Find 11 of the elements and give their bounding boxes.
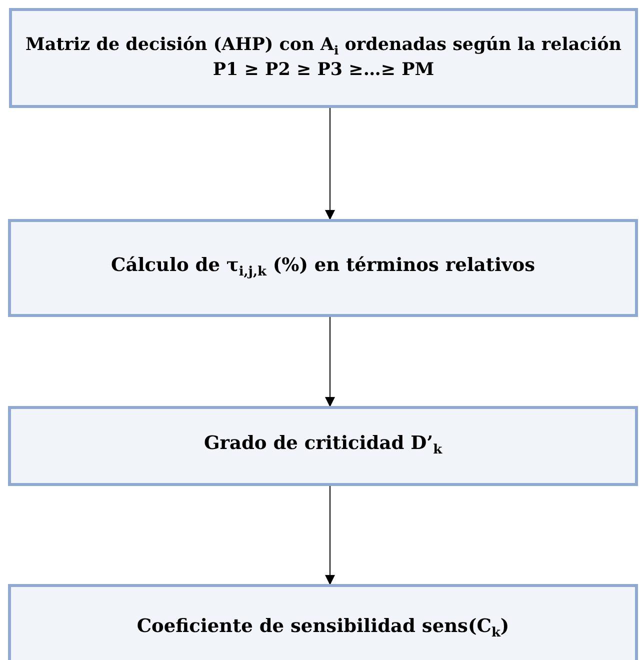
box-label: Cálculo de τ$_{i,j,k}$ (%) en términos relativos bbox=[111, 254, 535, 282]
process-box bbox=[8, 219, 638, 317]
process-box bbox=[9, 8, 638, 108]
process-box bbox=[8, 406, 638, 486]
box-label: Matriz de decisión (AHP) con A$_{i}$ ordenadas según la relación P1 ≥ P2 ≥ P3 ≥…≥ PM bbox=[24, 34, 622, 82]
arrow bbox=[325, 317, 335, 407]
process-box bbox=[8, 584, 638, 660]
arrow bbox=[325, 108, 335, 220]
arrow bbox=[325, 486, 335, 585]
box-label: Grado de criticidad D’$_{k}$ bbox=[204, 432, 442, 460]
box-label: Coeficiente de sensibilidad sens(C$_{k}$) bbox=[136, 615, 510, 643]
